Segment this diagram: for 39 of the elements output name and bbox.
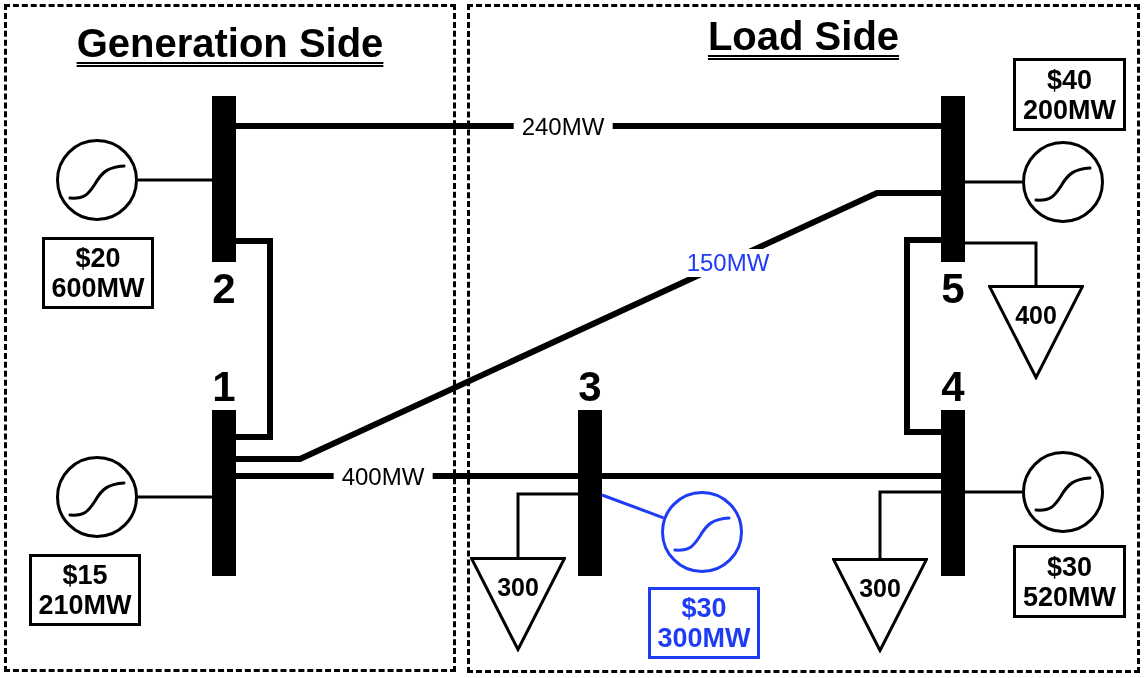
- capacity-text: 200MW: [1023, 94, 1116, 125]
- transmission-line: [904, 237, 941, 435]
- region-title: Load Side: [707, 13, 900, 60]
- price-text: $20: [75, 243, 121, 273]
- offer-box: [29, 554, 141, 626]
- bus-number: 3: [578, 366, 602, 408]
- region-frame: [467, 4, 1140, 673]
- region-frame: [4, 4, 456, 672]
- region-title: Generation Side: [76, 20, 384, 67]
- transmission-line: [236, 190, 941, 462]
- load-value: 400: [1015, 302, 1057, 328]
- connection-line: [878, 490, 941, 558]
- connection-line: [965, 241, 1038, 285]
- connection-line: [965, 180, 1022, 184]
- offer-box: [1013, 58, 1126, 131]
- bus-number: 1: [212, 366, 236, 408]
- transmission-line: [602, 473, 941, 479]
- offer-box: [648, 587, 760, 659]
- price-text: $30: [681, 593, 727, 623]
- capacity-text: 300MW: [657, 623, 751, 653]
- capacity-text: 210MW: [38, 590, 132, 620]
- price-text: $40: [1046, 64, 1093, 95]
- bus-number: 5: [941, 268, 965, 310]
- connection-line: [138, 495, 212, 499]
- bus-number: 4: [941, 366, 965, 408]
- capacity-text: 520MW: [1023, 581, 1116, 612]
- bus-number: 2: [212, 268, 236, 310]
- connection-line: [516, 492, 578, 557]
- connection-line: [138, 178, 212, 182]
- connection-line: [965, 490, 1022, 494]
- connection-line: [601, 493, 665, 520]
- load-value: 300: [859, 575, 901, 601]
- price-text: $30: [1046, 551, 1093, 582]
- offer-box: [1013, 545, 1126, 618]
- capacity-text: 600MW: [51, 273, 145, 303]
- offer-box: [42, 237, 154, 309]
- price-text: $15: [62, 560, 108, 590]
- load-value: 300: [497, 574, 539, 600]
- transmission-line: [236, 238, 273, 440]
